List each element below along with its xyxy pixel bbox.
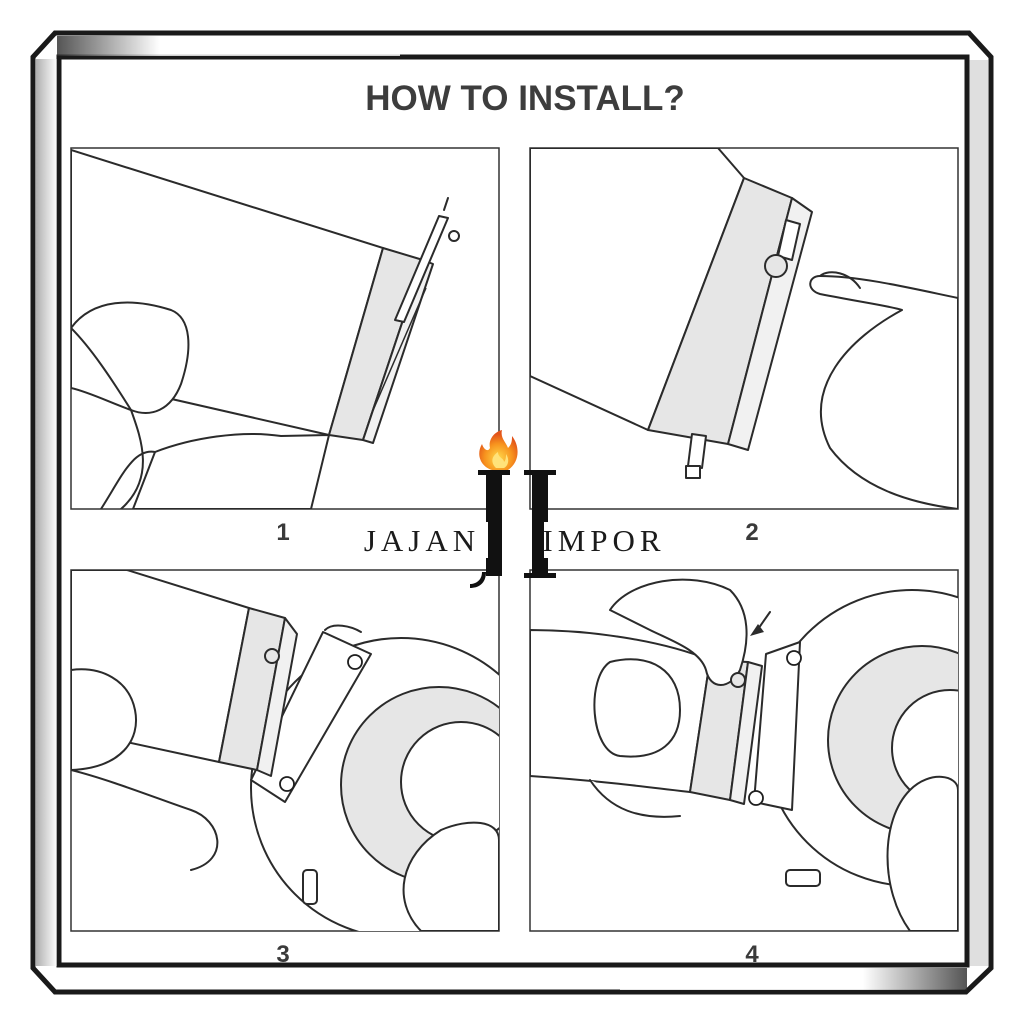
watermark-logo: JAJAN IMPOR	[356, 430, 672, 588]
step-number-2: 2	[745, 519, 758, 546]
brand-name-left: JAJAN	[364, 523, 480, 558]
brand-name-right: IMPOR	[542, 523, 665, 558]
page-title: HOW TO INSTALL?	[365, 79, 685, 118]
step-number-1: 1	[276, 519, 289, 546]
panel-2: 2	[529, 147, 959, 546]
step-number-4: 4	[745, 941, 759, 968]
panel-1: 1	[70, 147, 500, 546]
panel-4: 4	[529, 569, 959, 968]
step-number-3: 3	[276, 941, 289, 968]
panel-3: 3	[70, 569, 500, 968]
fire-icon	[479, 430, 518, 470]
